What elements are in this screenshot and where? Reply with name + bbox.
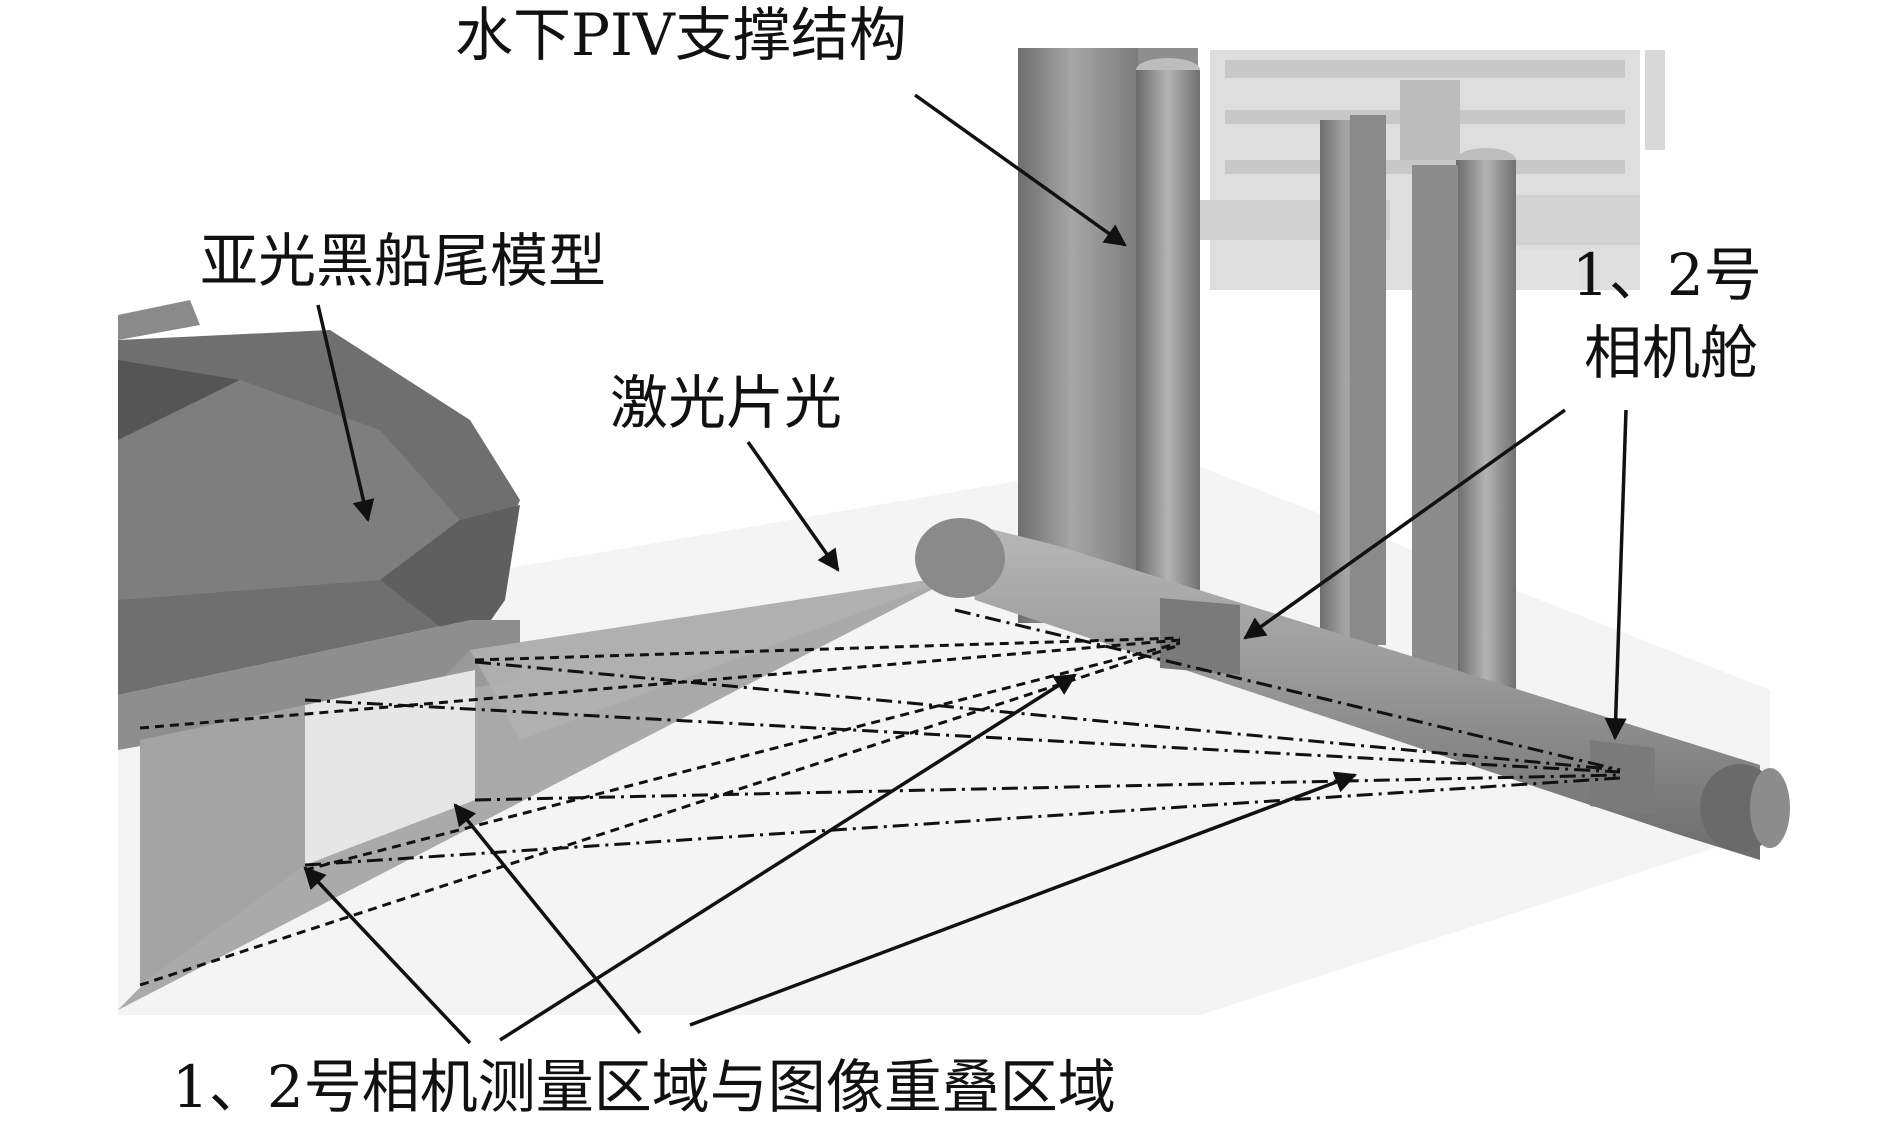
label-camera-housing-line1: 1、2号 (1572, 241, 1762, 309)
arrow-overlap-b (453, 803, 642, 1035)
label-measurement-overlap: 1、2号相机测量区域与图像重叠区域 (172, 1053, 1116, 1121)
stern-model (118, 300, 520, 750)
arrow-support-structure (913, 93, 1127, 247)
arrow-laser-sheet (746, 440, 840, 572)
label-laser-sheet: 激光片光 (610, 369, 843, 437)
arrow-overlap-a (303, 866, 472, 1045)
camera-pod-1 (1160, 598, 1240, 675)
laser-sheet (118, 575, 960, 1010)
arrow-overlap-d (689, 771, 1358, 1027)
camera-tube (915, 518, 1790, 860)
label-stern-model: 亚光黑船尾模型 (200, 227, 607, 295)
camera-pod-2 (1590, 740, 1655, 815)
measurement-region (140, 670, 475, 985)
arrow-camera-pod-2 (1604, 409, 1628, 741)
arrow-overlap-c (499, 673, 1077, 1042)
camera-2-view-lines (304, 608, 1621, 867)
arrow-stern-model (316, 304, 375, 523)
camera-1-view-lines (139, 636, 1181, 987)
support-structure (1018, 48, 1516, 720)
label-support-structure: 水下PIV支撑结构 (455, 1, 907, 69)
label-camera-housing-line2: 相机舱 (1584, 319, 1759, 387)
callout-arrows (303, 93, 1628, 1045)
arrow-camera-pod-1 (1243, 408, 1567, 640)
